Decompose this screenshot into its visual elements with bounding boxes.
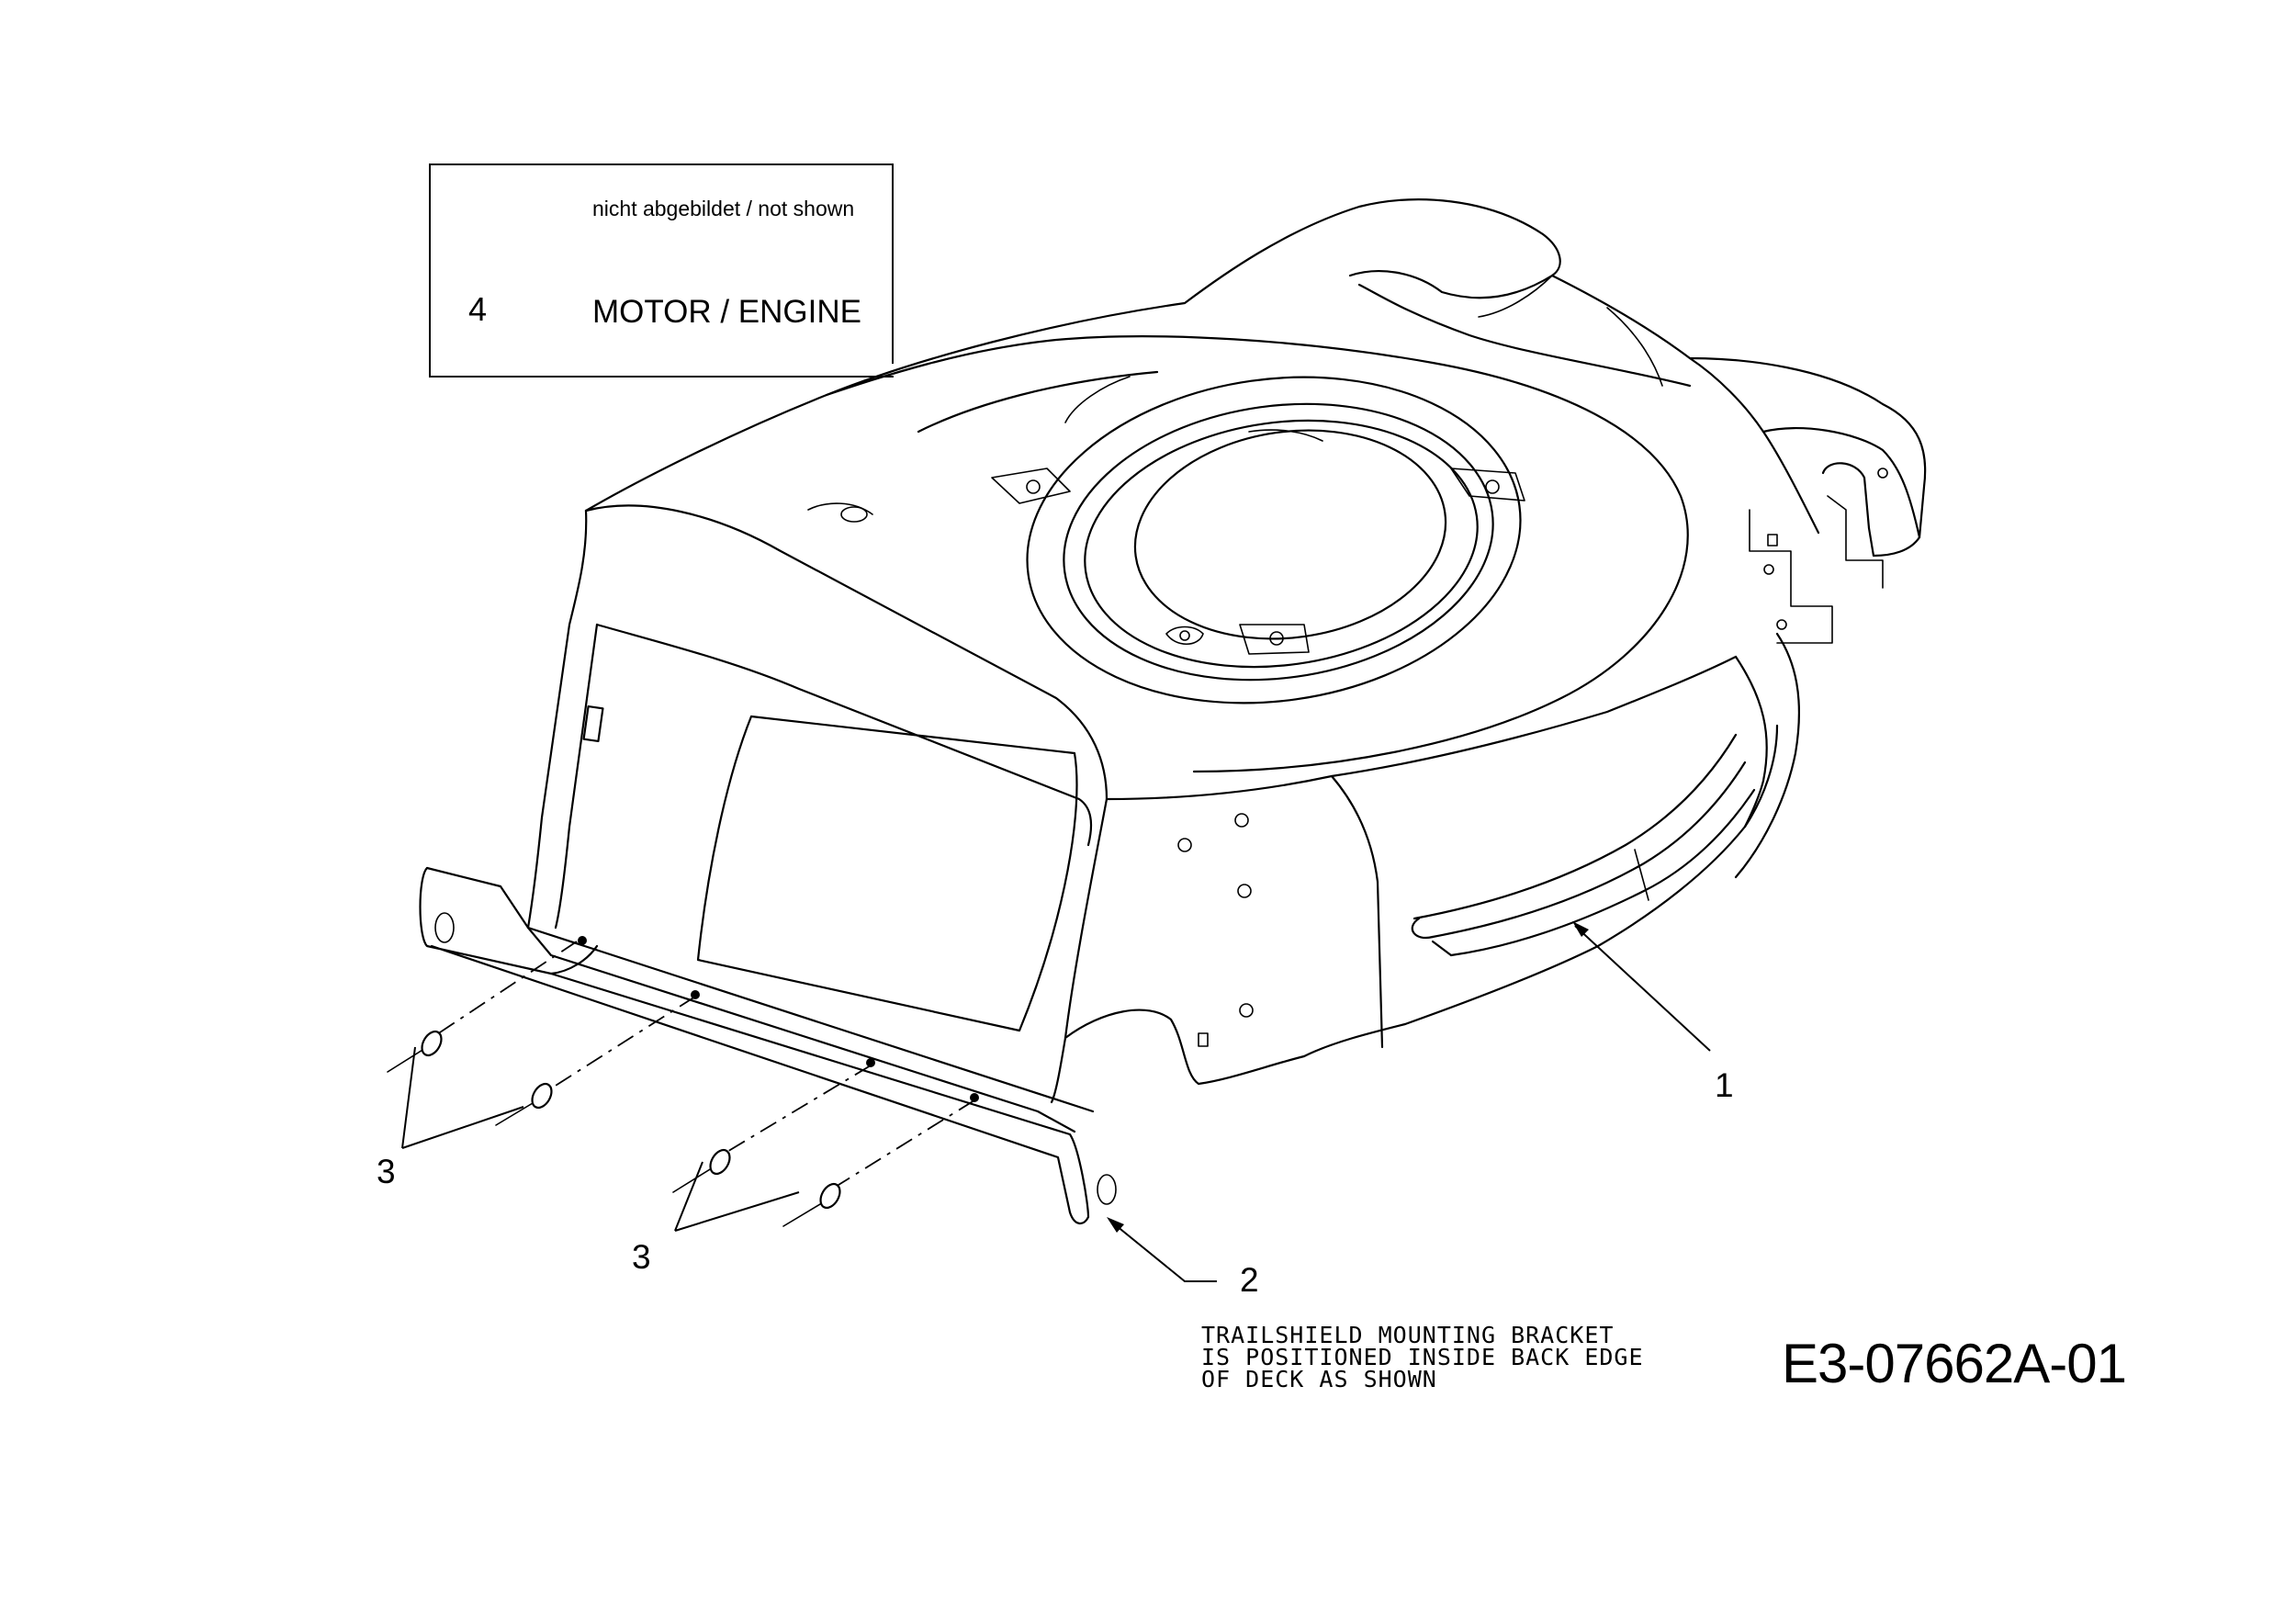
leader-3a <box>401 1106 524 1149</box>
callout-3-left: 3 <box>377 1153 396 1190</box>
rivet-1 <box>387 1030 443 1073</box>
deck-housing <box>526 198 1927 1104</box>
assembly-note: TRAILSHIELD MOUNTING BRACKET IS POSITION… <box>1201 1324 1644 1391</box>
legend-note: nicht abgebildet / not shown <box>592 197 855 220</box>
leader-3c <box>674 1191 800 1232</box>
legend-box-right <box>892 163 894 364</box>
engine-opening <box>825 335 1689 773</box>
callout-2: 2 <box>1240 1261 1259 1299</box>
legend-box <box>429 163 894 378</box>
legend-item-label: MOTOR / ENGINE <box>592 294 861 330</box>
leader-1 <box>1574 925 1711 1052</box>
note-line-3: OF DECK AS SHOWN <box>1201 1366 1437 1392</box>
rivet-2 <box>495 1082 553 1126</box>
leader-2 <box>1110 1221 1217 1282</box>
callout-1: 1 <box>1715 1066 1734 1104</box>
leader-lines <box>401 921 1711 1282</box>
note-line-1: TRAILSHIELD MOUNTING BRACKET <box>1201 1322 1615 1348</box>
front-slot <box>582 704 604 743</box>
legend-box-top <box>429 163 894 165</box>
rivet-4 <box>782 1182 841 1227</box>
plug-hole <box>840 506 868 523</box>
leader-3b <box>401 1046 416 1149</box>
note-line-2: IS POSITIONED INSIDE BACK EDGE <box>1201 1344 1644 1370</box>
callout-3-right: 3 <box>632 1238 651 1276</box>
legend-item-number: 4 <box>468 290 488 328</box>
rivets <box>387 941 975 1227</box>
mounting-bracket <box>419 866 1117 1224</box>
rear-window <box>696 715 1078 1032</box>
rivet-3 <box>672 1148 731 1193</box>
drawing-number: E3-07662A-01 <box>1782 1333 2127 1394</box>
deck-outline <box>584 198 1927 558</box>
leader-3d <box>674 1161 703 1232</box>
